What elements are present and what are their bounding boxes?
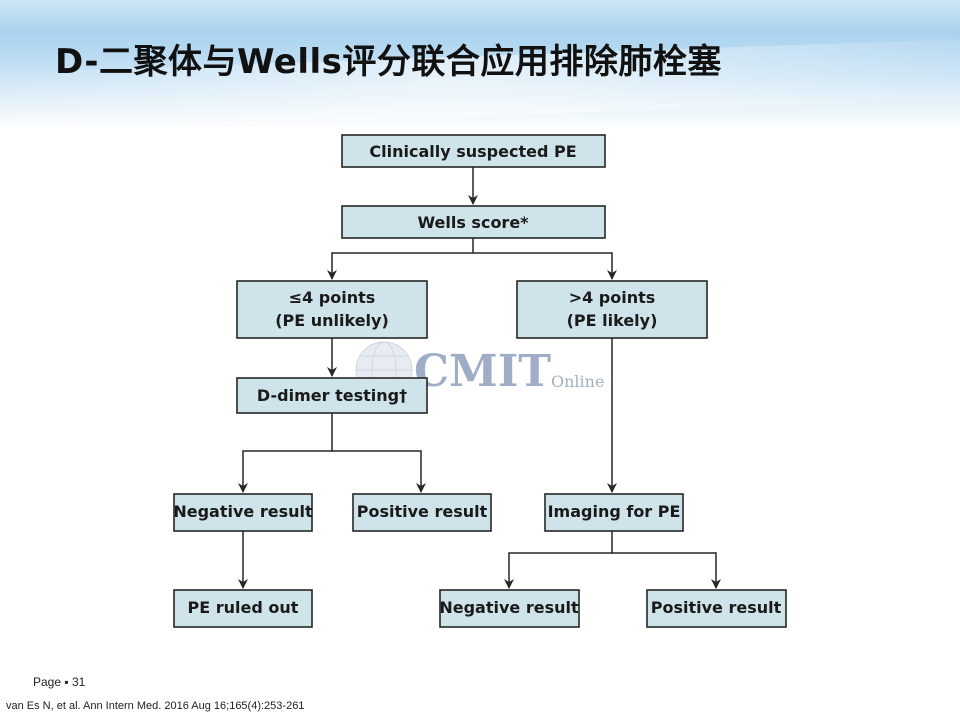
node-negative-result-1: Negative result <box>173 493 313 532</box>
edge-imaging-neg <box>504 531 613 589</box>
node-pe-unlikely: ≤4 points (PE unlikely) <box>236 280 428 339</box>
edge-wells-unlikely <box>327 238 474 280</box>
title-banner <box>0 0 960 135</box>
node-sublabel: (PE unlikely) <box>275 311 389 330</box>
page-number: Page ▪ 31 <box>33 675 86 689</box>
node-positive-result-2: Positive result <box>646 589 787 628</box>
node-label: Positive result <box>651 598 782 617</box>
node-label: Negative result <box>439 598 579 617</box>
node-d-dimer-testing: D-dimer testing† <box>236 377 428 414</box>
node-negative-result-2: Negative result <box>439 589 580 628</box>
node-label: Wells score* <box>417 213 529 232</box>
node-label: Negative result <box>173 502 313 521</box>
watermark-brand: CMIT <box>414 346 551 397</box>
node-pe-ruled-out: PE ruled out <box>173 589 313 628</box>
node-label: Clinically suspected PE <box>369 142 576 161</box>
node-clinically-suspected: Clinically suspected PE <box>341 134 606 168</box>
node-sublabel: (PE likely) <box>567 311 658 330</box>
node-wells-score: Wells score* <box>341 205 606 239</box>
node-label: D-dimer testing† <box>257 386 407 405</box>
node-label: >4 points <box>569 288 656 307</box>
node-positive-result-1: Positive result <box>352 493 492 532</box>
edge-ddimer-neg <box>238 413 333 493</box>
watermark-sub: Online <box>551 372 604 391</box>
slide-title: D-二聚体与Wells评分联合应用排除肺栓塞 <box>55 42 722 82</box>
node-pe-likely: >4 points (PE likely) <box>516 280 708 339</box>
edge-ddimer-pos <box>332 450 426 493</box>
connectors <box>238 167 721 589</box>
node-label: PE ruled out <box>188 598 299 617</box>
node-label: ≤4 points <box>289 288 376 307</box>
edge-wells-likely <box>473 252 617 280</box>
node-label: Positive result <box>357 502 488 521</box>
node-imaging-for-pe: Imaging for PE <box>544 493 684 532</box>
node-label: Imaging for PE <box>548 502 681 521</box>
edge-imaging-pos <box>612 552 721 589</box>
citation: van Es N, et al. Ann Intern Med. 2016 Au… <box>6 700 305 712</box>
